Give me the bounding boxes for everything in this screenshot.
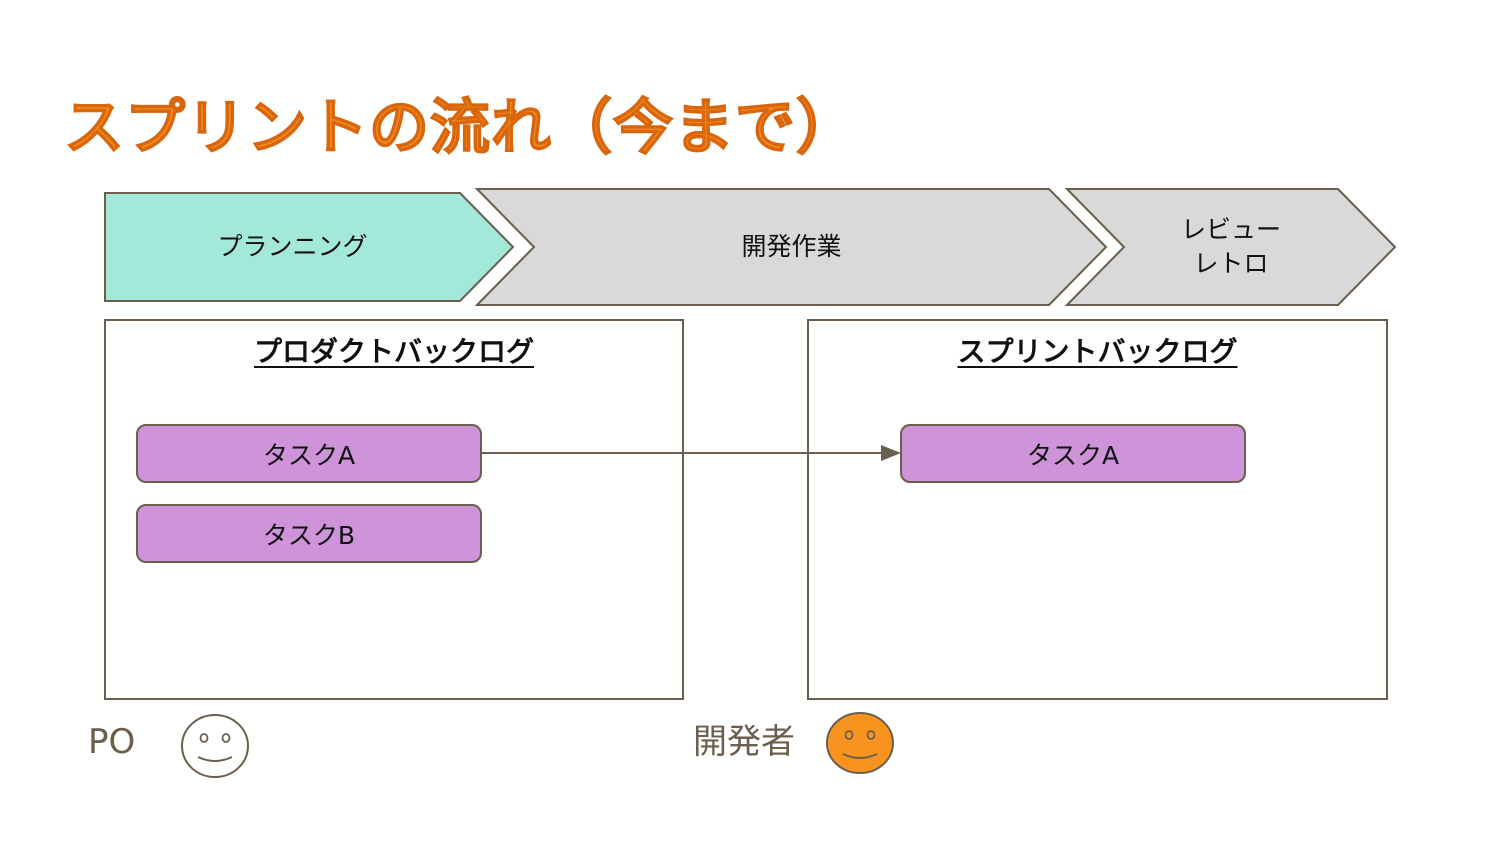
- sprint-backlog-title: スプリントバックログ: [957, 335, 1238, 368]
- phase-review-label-line1: レビュー: [1180, 215, 1281, 244]
- po-smiley-icon: [181, 714, 249, 778]
- slide-title: スプリントの流れ（今まで）: [63, 92, 857, 164]
- product-backlog-title: プロダクトバックログ: [253, 335, 534, 368]
- product-task-b: タスクB: [136, 504, 482, 563]
- phase-development-label: 開発作業: [741, 232, 842, 261]
- product-task-a: タスクA: [136, 424, 482, 483]
- po-label: PO: [88, 722, 136, 762]
- phase-planning-label: プランニング: [217, 232, 368, 261]
- phase-review-label-line2: レトロ: [1193, 249, 1269, 278]
- sprint-task-a: タスクA: [900, 424, 1246, 483]
- phase-development-chevron: [474, 188, 1108, 306]
- sprint-backlog-box: [807, 319, 1388, 700]
- phase-review-chevron: [1064, 188, 1397, 306]
- phase-planning-chevron: [104, 192, 515, 302]
- developer-label: 開発者: [693, 722, 795, 762]
- developer-smiley-icon: [826, 712, 894, 774]
